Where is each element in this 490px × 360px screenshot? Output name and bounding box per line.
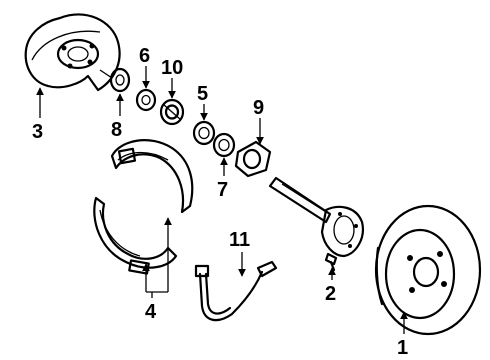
outer-bearing xyxy=(192,120,216,146)
brake-drum xyxy=(374,204,482,336)
callout-6: 6 xyxy=(139,45,150,67)
callout-10: 10 xyxy=(161,57,183,79)
oil-seal xyxy=(212,132,236,158)
callout-8: 8 xyxy=(111,119,122,141)
callout-2: 2 xyxy=(325,283,336,305)
callout-1: 1 xyxy=(397,337,408,359)
leader-lines xyxy=(36,66,408,334)
callout-5: 5 xyxy=(197,83,208,105)
callout-7: 7 xyxy=(217,179,228,201)
retainer-plate xyxy=(234,140,272,178)
brake-shoe-lower xyxy=(93,196,178,275)
axle-shaft xyxy=(268,176,364,258)
callout-3: 3 xyxy=(32,121,43,143)
brake-hose xyxy=(194,260,278,322)
callout-4: 4 xyxy=(145,301,157,323)
backing-plate xyxy=(24,13,121,92)
bearing xyxy=(159,98,185,126)
wheel-stud xyxy=(324,252,338,272)
brake-shoe-upper xyxy=(110,139,194,214)
callout-labels: 3 8 6 10 5 7 9 11 2 4 1 xyxy=(32,45,408,359)
seal xyxy=(109,67,131,93)
callout-9: 9 xyxy=(253,97,264,119)
washer xyxy=(135,88,157,112)
callout-11: 11 xyxy=(229,229,250,251)
